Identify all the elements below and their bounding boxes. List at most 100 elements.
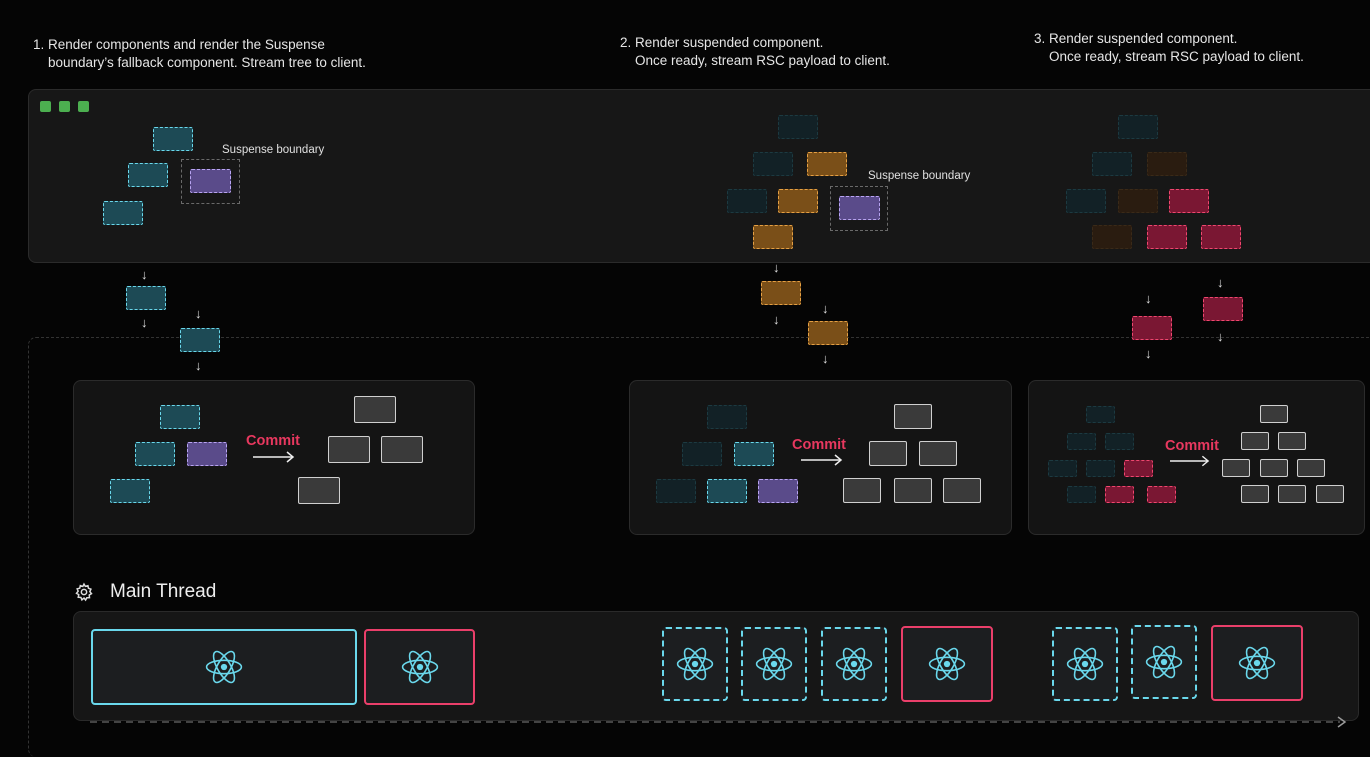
down-arrow-icon: ↓ (1145, 346, 1152, 361)
tree-node (128, 163, 168, 187)
committed-node (1260, 459, 1288, 477)
window-dot (59, 101, 70, 112)
suspense-boundary-box (181, 159, 240, 204)
payload-node (1203, 297, 1243, 321)
commit-label: Commit (1165, 438, 1219, 454)
commit-label: Commit (246, 433, 300, 449)
committed-node (869, 441, 907, 466)
tree-node (1118, 115, 1158, 139)
tree-node (1124, 460, 1153, 477)
down-arrow-icon: ↓ (141, 315, 148, 330)
tree-node (1105, 486, 1134, 503)
down-arrow-icon: ↓ (1217, 275, 1224, 290)
tree-node (656, 479, 696, 503)
react-icon (676, 647, 714, 681)
react-icon (928, 647, 966, 681)
step-1-caption: 1. Render components and render the Susp… (33, 37, 366, 70)
committed-node (894, 478, 932, 503)
payload-node (126, 286, 166, 310)
tree-node (1092, 225, 1132, 249)
tree-node (1201, 225, 1241, 249)
tree-node (153, 127, 193, 151)
down-arrow-icon: ↓ (195, 306, 202, 321)
committed-node (1260, 405, 1288, 423)
committed-node (1241, 432, 1269, 450)
main-thread-task (1131, 625, 1197, 699)
main-thread-task (1211, 625, 1303, 701)
tree-node (807, 152, 847, 176)
react-icon (1066, 647, 1104, 681)
committed-node (1241, 485, 1269, 503)
payload-node (1132, 316, 1172, 340)
main-thread-task (364, 629, 475, 705)
committed-node (919, 441, 957, 466)
tree-node (734, 442, 774, 466)
tree-node (753, 152, 793, 176)
main-thread-task (901, 626, 993, 702)
client-area (28, 337, 1370, 757)
tree-node (135, 442, 175, 466)
right-arrow-icon (1170, 455, 1210, 467)
committed-node (1278, 485, 1306, 503)
fallback-node (190, 169, 231, 193)
tree-node (758, 479, 798, 503)
down-arrow-icon: ↓ (195, 358, 202, 373)
gear-icon (75, 582, 93, 602)
tree-node (1169, 189, 1209, 213)
committed-node (894, 404, 932, 429)
committed-node (1316, 485, 1344, 503)
tree-node (1067, 486, 1096, 503)
down-arrow-icon: ↓ (141, 267, 148, 282)
tree-node (778, 115, 818, 139)
main-thread-task (821, 627, 887, 701)
tree-node (1048, 460, 1077, 477)
tree-node (682, 442, 722, 466)
down-arrow-icon: ↓ (1145, 291, 1152, 306)
right-arrow-icon (253, 451, 295, 463)
tree-node (103, 201, 143, 225)
down-arrow-icon: ↓ (773, 260, 780, 275)
window-dot (78, 101, 89, 112)
tree-node (778, 189, 818, 213)
tree-node (110, 479, 150, 503)
main-thread-task (662, 627, 728, 701)
step-2-caption: 2. Render suspended component. Once read… (620, 35, 890, 68)
suspense-boundary-label: Suspense boundary (222, 144, 325, 156)
tree-node (727, 189, 767, 213)
tree-node (1092, 152, 1132, 176)
main-thread-task (1052, 627, 1118, 701)
react-icon (835, 647, 873, 681)
react-icon (205, 650, 243, 684)
tree-node (160, 405, 200, 429)
react-icon (1238, 646, 1276, 680)
tree-node (1105, 433, 1134, 450)
down-arrow-icon: ↓ (822, 351, 829, 366)
committed-node (1278, 432, 1306, 450)
main-thread-title: Main Thread (110, 581, 217, 602)
window-dot (40, 101, 51, 112)
tree-node (187, 442, 227, 466)
suspense-boundary-label: Suspense boundary (868, 170, 971, 182)
tree-node (1147, 225, 1187, 249)
fallback-node (839, 196, 880, 220)
commit-panel-3 (1028, 380, 1365, 535)
tree-node (1147, 486, 1176, 503)
tree-node (1147, 152, 1187, 176)
committed-node (1222, 459, 1250, 477)
committed-node (843, 478, 881, 503)
tree-node (1118, 189, 1158, 213)
payload-node (808, 321, 848, 345)
tree-node (1086, 460, 1115, 477)
committed-node (298, 477, 340, 504)
tree-node (707, 405, 747, 429)
payload-node (180, 328, 220, 352)
committed-node (943, 478, 981, 503)
tree-node (1066, 189, 1106, 213)
tree-node (1067, 433, 1096, 450)
react-icon (1145, 645, 1183, 679)
committed-node (328, 436, 370, 463)
step-3-caption: 3. Render suspended component. Once read… (1034, 31, 1304, 64)
down-arrow-icon: ↓ (1217, 329, 1224, 344)
down-arrow-icon: ↓ (773, 312, 780, 327)
tree-node (1086, 406, 1115, 423)
